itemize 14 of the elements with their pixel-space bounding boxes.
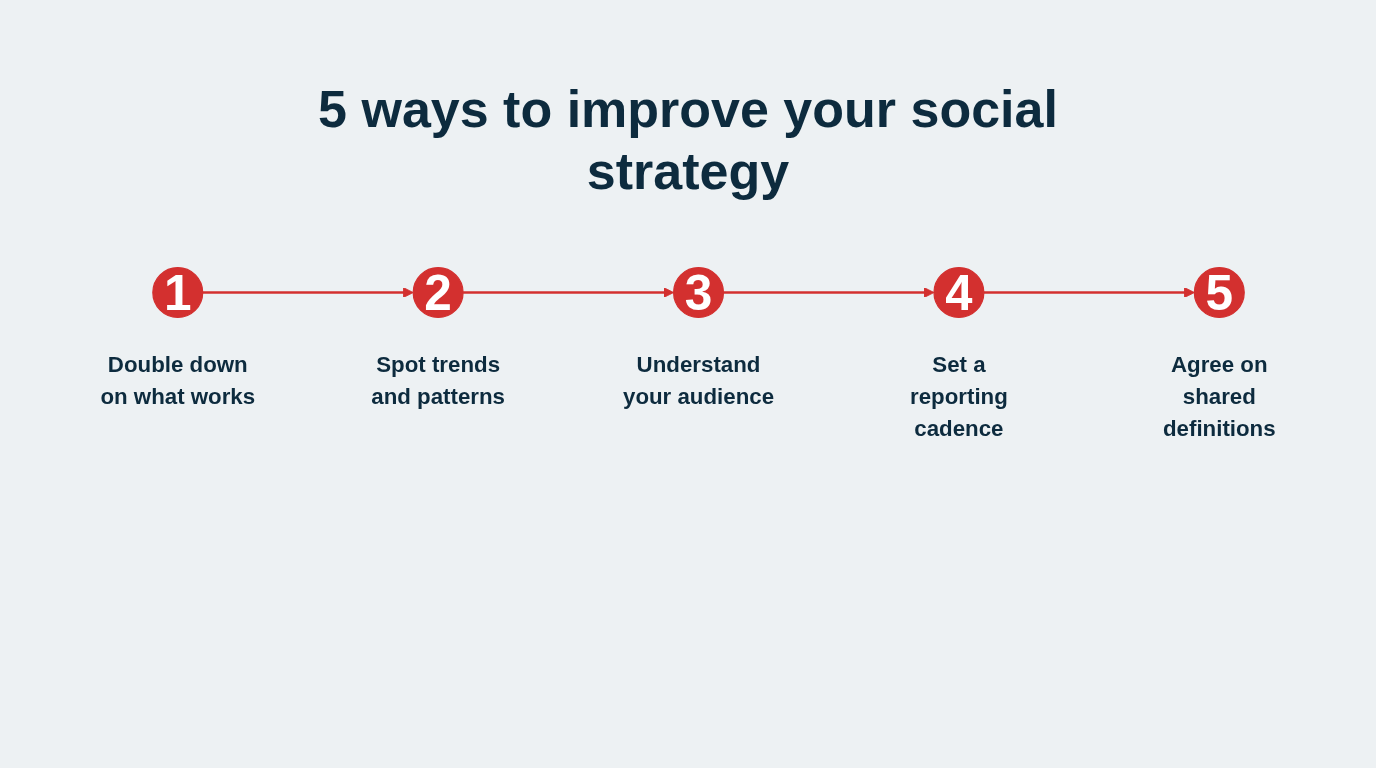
step-caption: Double down on what works: [100, 351, 256, 409]
step-caption: Set a reporting cadence: [910, 351, 1008, 441]
arrow: [723, 286, 935, 298]
step-caption: Understand your audience: [623, 351, 775, 409]
arrow: [202, 286, 414, 298]
arrow: [983, 286, 1195, 298]
step-number-circle: 5: [1193, 265, 1245, 320]
step-number-circle: 4: [933, 265, 985, 320]
step-number-circle: 2: [412, 265, 464, 320]
title: 5 ways to improve your social strategy: [317, 79, 1059, 203]
step-number-circle: 1: [152, 265, 204, 320]
step-number-circle: 3: [673, 265, 725, 320]
step-caption: Agree on shared definitions: [1163, 351, 1276, 441]
step-caption: Spot trends and patterns: [371, 351, 505, 409]
